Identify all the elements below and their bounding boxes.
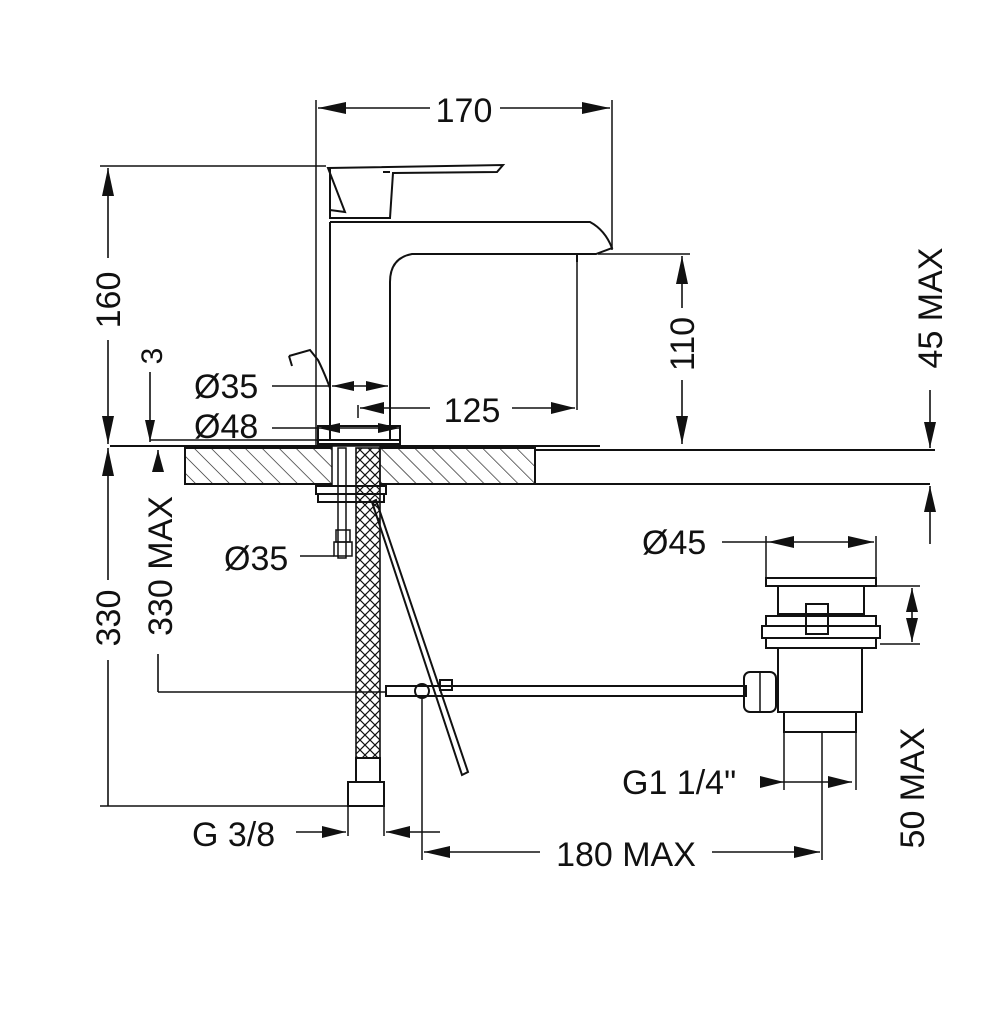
label-hose-thread: G 3/8 [192, 816, 275, 854]
label-hose-len-max: 330 MAX [142, 496, 180, 636]
label-waste-thread: G1 1/4" [622, 764, 736, 802]
popup-waste [385, 577, 881, 733]
deck-section [110, 445, 935, 487]
label-base-d2: Ø48 [194, 408, 258, 446]
label-spout-height: 110 [664, 317, 702, 371]
label-height-total: 160 [90, 272, 128, 329]
label-waste-height-max: 50 MAX [894, 728, 932, 849]
label-shank-d: Ø35 [224, 540, 288, 578]
dimension-labels: 170 160 3 110 45 MAX Ø35 Ø48 125 Ø35 330… [90, 92, 950, 874]
faucet-body [288, 163, 614, 445]
label-spout-reach: 125 [444, 392, 501, 430]
shank-and-hose [315, 447, 470, 807]
label-hose-len: 330 [90, 590, 128, 647]
dimension-lines [100, 100, 936, 860]
label-width-total: 170 [436, 92, 493, 130]
label-deck-max: 45 MAX [912, 248, 950, 369]
label-gap: 3 [136, 348, 169, 365]
label-rod-reach-max: 180 MAX [556, 836, 696, 874]
label-base-d1: Ø35 [194, 368, 258, 406]
label-waste-d: Ø45 [642, 524, 706, 562]
